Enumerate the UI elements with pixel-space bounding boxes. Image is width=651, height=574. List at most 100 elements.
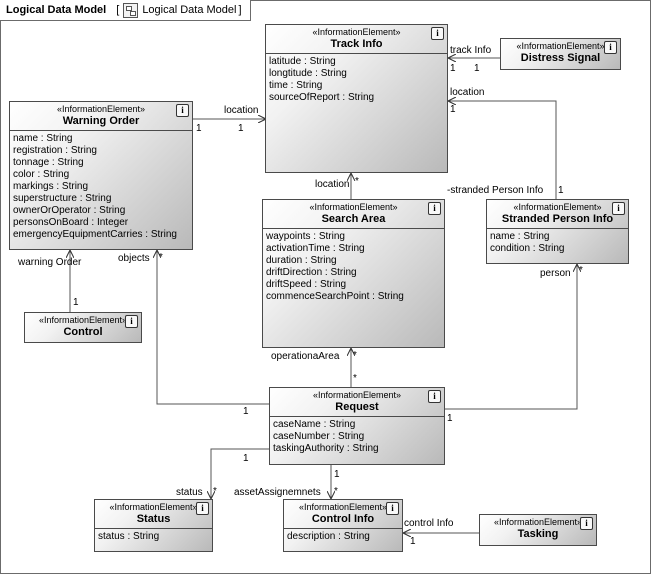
- info-icon[interactable]: i: [428, 390, 441, 403]
- attribute[interactable]: name : String: [490, 231, 550, 242]
- multiplicity-label: *: [353, 350, 357, 361]
- attribute[interactable]: registration : String: [13, 145, 97, 156]
- attribute[interactable]: emergencyEquipmentCarries : String: [13, 229, 177, 240]
- edge-stranded-track[interactable]: [448, 101, 557, 199]
- info-icon[interactable]: i: [386, 502, 399, 515]
- role-label: warning Order: [18, 257, 82, 268]
- class-name: Control Info: [311, 513, 375, 525]
- attribute[interactable]: driftSpeed : String: [266, 279, 347, 290]
- class-search-area[interactable]: «InformationElement» Search Area i waypo…: [262, 199, 445, 348]
- attribute[interactable]: waypoints : String: [266, 231, 345, 242]
- class-control[interactable]: «InformationElement» Control i: [24, 312, 142, 343]
- diagram-tab[interactable]: Logical Data Model [ Logical Data Model …: [0, 0, 251, 21]
- attribute[interactable]: latitude : String: [269, 56, 336, 67]
- class-header: «InformationElement» Tasking i: [480, 515, 596, 543]
- info-icon[interactable]: i: [196, 502, 209, 515]
- class-name: Request: [335, 401, 379, 413]
- bracket-open: [: [116, 4, 120, 16]
- stereotype-label: «InformationElement»: [309, 202, 398, 212]
- class-header: «InformationElement» Search Area i: [263, 200, 444, 229]
- class-header: «InformationElement» Distress Signal i: [501, 39, 620, 67]
- attribute[interactable]: ownerOrOperator : String: [13, 205, 126, 216]
- multiplicity-label: 1: [450, 104, 456, 115]
- attribute[interactable]: superstructure : String: [13, 193, 112, 204]
- attribute[interactable]: longtitude : String: [269, 68, 347, 79]
- class-stranded-person-info[interactable]: «InformationElement» Stranded Person Inf…: [486, 199, 629, 264]
- attribute[interactable]: description : String: [287, 531, 370, 542]
- class-name: Distress Signal: [520, 52, 601, 64]
- info-icon[interactable]: i: [125, 315, 138, 328]
- edge-request-status[interactable]: [211, 448, 269, 499]
- attribute-list: caseName : String caseNumber : String ta…: [270, 417, 444, 457]
- multiplicity-label: *: [159, 252, 163, 263]
- role-label: status: [176, 487, 203, 498]
- role-label: location: [450, 87, 485, 98]
- attribute[interactable]: commenceSearchPoint : String: [266, 291, 404, 302]
- stereotype-label: «InformationElement»: [513, 202, 602, 212]
- info-icon[interactable]: i: [604, 41, 617, 54]
- class-warning-order[interactable]: «InformationElement» Warning Order i nam…: [9, 101, 193, 250]
- attribute[interactable]: activationTime : String: [266, 243, 365, 254]
- role-label: objects: [118, 253, 150, 264]
- role-label: person: [540, 268, 571, 279]
- info-icon[interactable]: i: [612, 202, 625, 215]
- info-icon[interactable]: i: [580, 517, 593, 530]
- stereotype-label: «InformationElement»: [312, 27, 401, 37]
- multiplicity-label: 1: [334, 469, 340, 480]
- multiplicity-label: 1: [243, 406, 249, 417]
- multiplicity-label: 1: [196, 123, 202, 134]
- class-control-info[interactable]: «InformationElement» Control Info i desc…: [283, 499, 403, 552]
- info-icon[interactable]: i: [176, 104, 189, 117]
- class-name: Track Info: [330, 38, 383, 50]
- attribute[interactable]: name : String: [13, 133, 73, 144]
- edge-request-warning[interactable]: [157, 250, 269, 405]
- attribute-list: name : String registration : String tonn…: [10, 131, 192, 243]
- stereotype-label: «InformationElement»: [516, 41, 605, 51]
- attribute[interactable]: caseName : String: [273, 419, 356, 430]
- role-label: location: [224, 105, 259, 116]
- diagram-breadcrumb[interactable]: Logical Data Model: [142, 4, 237, 16]
- class-name: Control: [63, 326, 103, 338]
- diagram-title: Logical Data Model: [6, 4, 107, 16]
- role-label: track Info: [450, 45, 492, 56]
- attribute[interactable]: tonnage : String: [13, 157, 84, 168]
- attribute[interactable]: duration : String: [266, 255, 337, 266]
- stereotype-label: «InformationElement»: [109, 502, 198, 512]
- class-tasking[interactable]: «InformationElement» Tasking i: [479, 514, 597, 546]
- class-name: Search Area: [321, 213, 386, 225]
- role-label: operationaArea: [271, 351, 340, 362]
- multiplicity-label: *: [213, 486, 217, 497]
- multiplicity-label: *: [579, 265, 583, 276]
- multiplicity-label: 1: [474, 63, 480, 74]
- attribute[interactable]: taskingAuthority : String: [273, 443, 379, 454]
- class-header: «InformationElement» Control i: [25, 313, 141, 341]
- class-name: Tasking: [517, 528, 559, 540]
- attribute-list: description : String: [284, 529, 402, 545]
- class-header: «InformationElement» Request i: [270, 388, 444, 417]
- attribute-list: latitude : String longtitude : String ti…: [266, 54, 447, 106]
- attribute[interactable]: personsOnBoard : Integer: [13, 217, 129, 228]
- attribute[interactable]: sourceOfReport : String: [269, 92, 375, 103]
- class-name: Stranded Person Info: [501, 213, 614, 225]
- class-distress-signal[interactable]: «InformationElement» Distress Signal i: [500, 38, 621, 70]
- attribute[interactable]: condition : String: [490, 243, 565, 254]
- stereotype-label: «InformationElement»: [56, 104, 146, 114]
- attribute-list: name : String condition : String: [487, 229, 628, 257]
- class-request[interactable]: «InformationElement» Request i caseName …: [269, 387, 445, 465]
- attribute[interactable]: time : String: [269, 80, 323, 91]
- class-status[interactable]: «InformationElement» Status i status : S…: [94, 499, 213, 552]
- attribute[interactable]: markings : String: [13, 181, 89, 192]
- attribute[interactable]: driftDirection : String: [266, 267, 357, 278]
- attribute[interactable]: color : String: [13, 169, 70, 180]
- stereotype-label: «InformationElement»: [38, 315, 128, 325]
- attribute[interactable]: status : String: [98, 531, 160, 542]
- multiplicity-label: 1: [73, 297, 79, 308]
- class-track-info[interactable]: «InformationElement» Track Info i latitu…: [265, 24, 448, 173]
- role-label: control Info: [404, 518, 454, 529]
- class-header: «InformationElement» Track Info i: [266, 25, 447, 54]
- info-icon[interactable]: i: [431, 27, 444, 40]
- edge-request-stranded[interactable]: [445, 264, 577, 410]
- info-icon[interactable]: i: [428, 202, 441, 215]
- attribute[interactable]: caseNumber : String: [273, 431, 365, 442]
